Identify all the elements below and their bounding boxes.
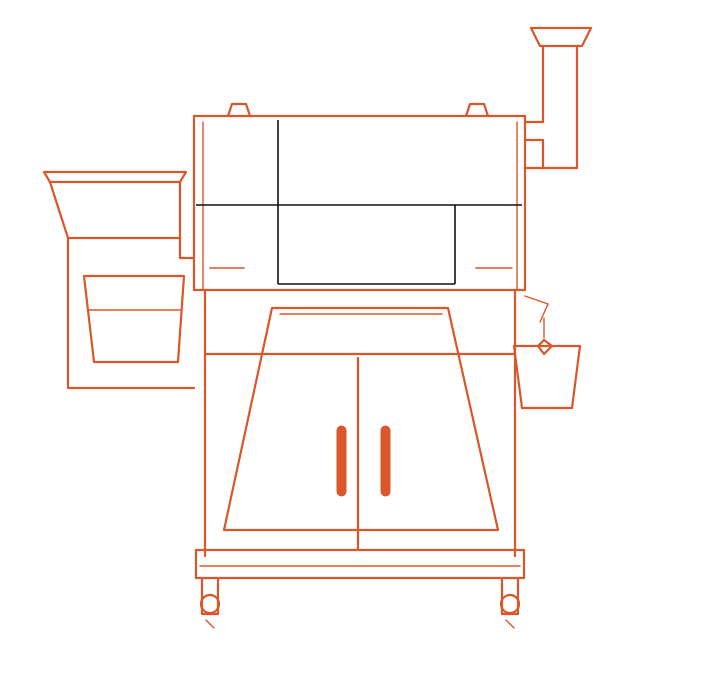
- lid-knobs: [226, 102, 490, 118]
- wheels: [199, 576, 521, 629]
- chimney: [523, 26, 593, 170]
- grease-bucket: [512, 295, 582, 410]
- door-handles: [336, 425, 391, 497]
- cabinet: [194, 288, 526, 580]
- chamber-grid-lines: [196, 120, 522, 285]
- pellet-hopper: [42, 170, 196, 390]
- cooking-chamber: [192, 114, 527, 292]
